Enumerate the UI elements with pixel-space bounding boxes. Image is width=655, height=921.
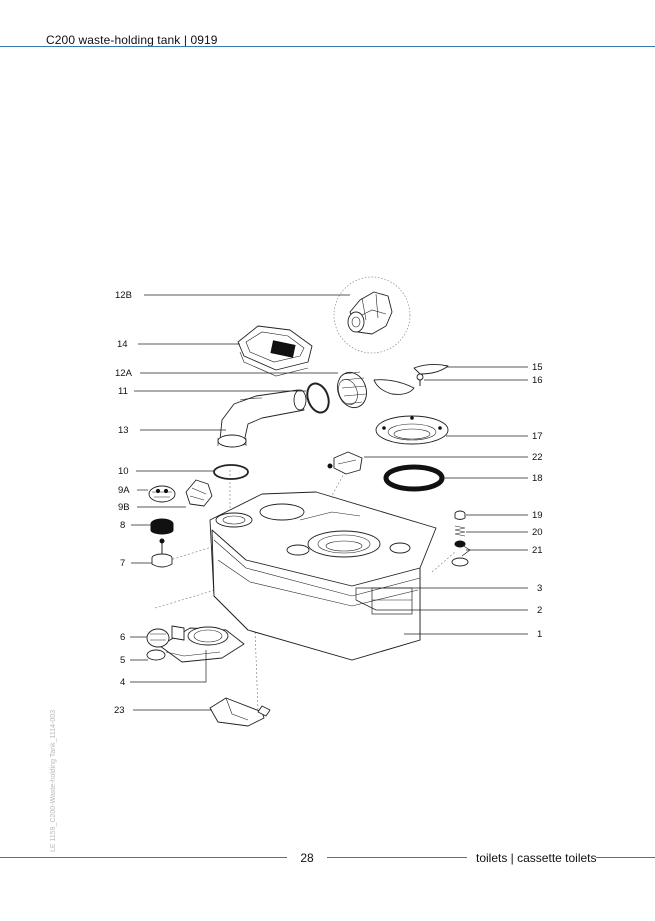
part-12b-detail [333, 276, 411, 354]
header-title: C200 waste-holding tank | 0919 [46, 33, 218, 47]
label-12a: 12A [115, 368, 133, 379]
label-7: 7 [120, 558, 125, 569]
part-11-o-ring [306, 382, 330, 414]
label-4: 4 [120, 677, 125, 688]
label-2: 2 [537, 605, 542, 616]
label-1: 1 [537, 629, 542, 640]
label-3: 3 [537, 583, 542, 594]
label-9b: 9B [118, 502, 130, 513]
part-15-cover-plate [373, 379, 415, 395]
label-15: 15 [532, 362, 543, 373]
part-8-gasket [150, 518, 174, 535]
label-23: 23 [114, 705, 125, 716]
label-20: 20 [532, 527, 543, 538]
footer-section-title: toilets | cassette toilets [476, 851, 597, 865]
page-number: 28 [300, 851, 314, 865]
label-22: 22 [532, 452, 543, 463]
label-6: 6 [120, 632, 125, 643]
part-14-lid [237, 325, 313, 377]
part-9a-vent-cap [148, 485, 176, 503]
part-5-seal [146, 649, 166, 661]
part-15-lever [413, 363, 449, 375]
label-16: 16 [532, 375, 543, 386]
part-6-knob [146, 625, 185, 648]
label-21: 21 [532, 545, 543, 556]
label-14: 14 [117, 339, 128, 350]
part-19-cap [454, 510, 466, 520]
label-19: 19 [532, 510, 543, 521]
part-13-elbow-pipe [217, 389, 307, 448]
label-12b: 12B [115, 290, 132, 301]
label-5: 5 [120, 655, 125, 666]
label-8: 8 [120, 520, 125, 531]
part-22-clip [327, 451, 363, 475]
part-number-labels: 12B 14 12A 11 13 10 9A 9B 8 7 6 5 4 23 1… [114, 290, 543, 716]
part-16-screw [416, 373, 424, 386]
header-rule [0, 46, 655, 47]
part-9b-vent-cap [185, 479, 213, 507]
part-17-flange [375, 415, 449, 445]
part-12a-cap [337, 371, 367, 409]
footer-rule-left [0, 857, 287, 858]
part-20-spring [454, 525, 466, 537]
label-9a: 9A [118, 485, 130, 496]
part-23-plate [209, 697, 271, 727]
leader-lines [130, 294, 528, 711]
part-18-seal [383, 464, 445, 492]
label-17: 17 [532, 431, 543, 442]
label-13: 13 [118, 425, 129, 436]
label-10: 10 [118, 466, 129, 477]
part-1-tank [209, 491, 437, 661]
label-11: 11 [118, 386, 128, 397]
side-document-code: LE 1159_C200-Waste-holding Tank_1114-003 [50, 709, 57, 852]
part-10-seal-ring [213, 464, 249, 480]
label-18: 18 [532, 473, 543, 484]
part-7-valve-stem [151, 538, 173, 568]
footer-rule-right [596, 857, 655, 858]
footer-rule-middle [327, 857, 467, 858]
